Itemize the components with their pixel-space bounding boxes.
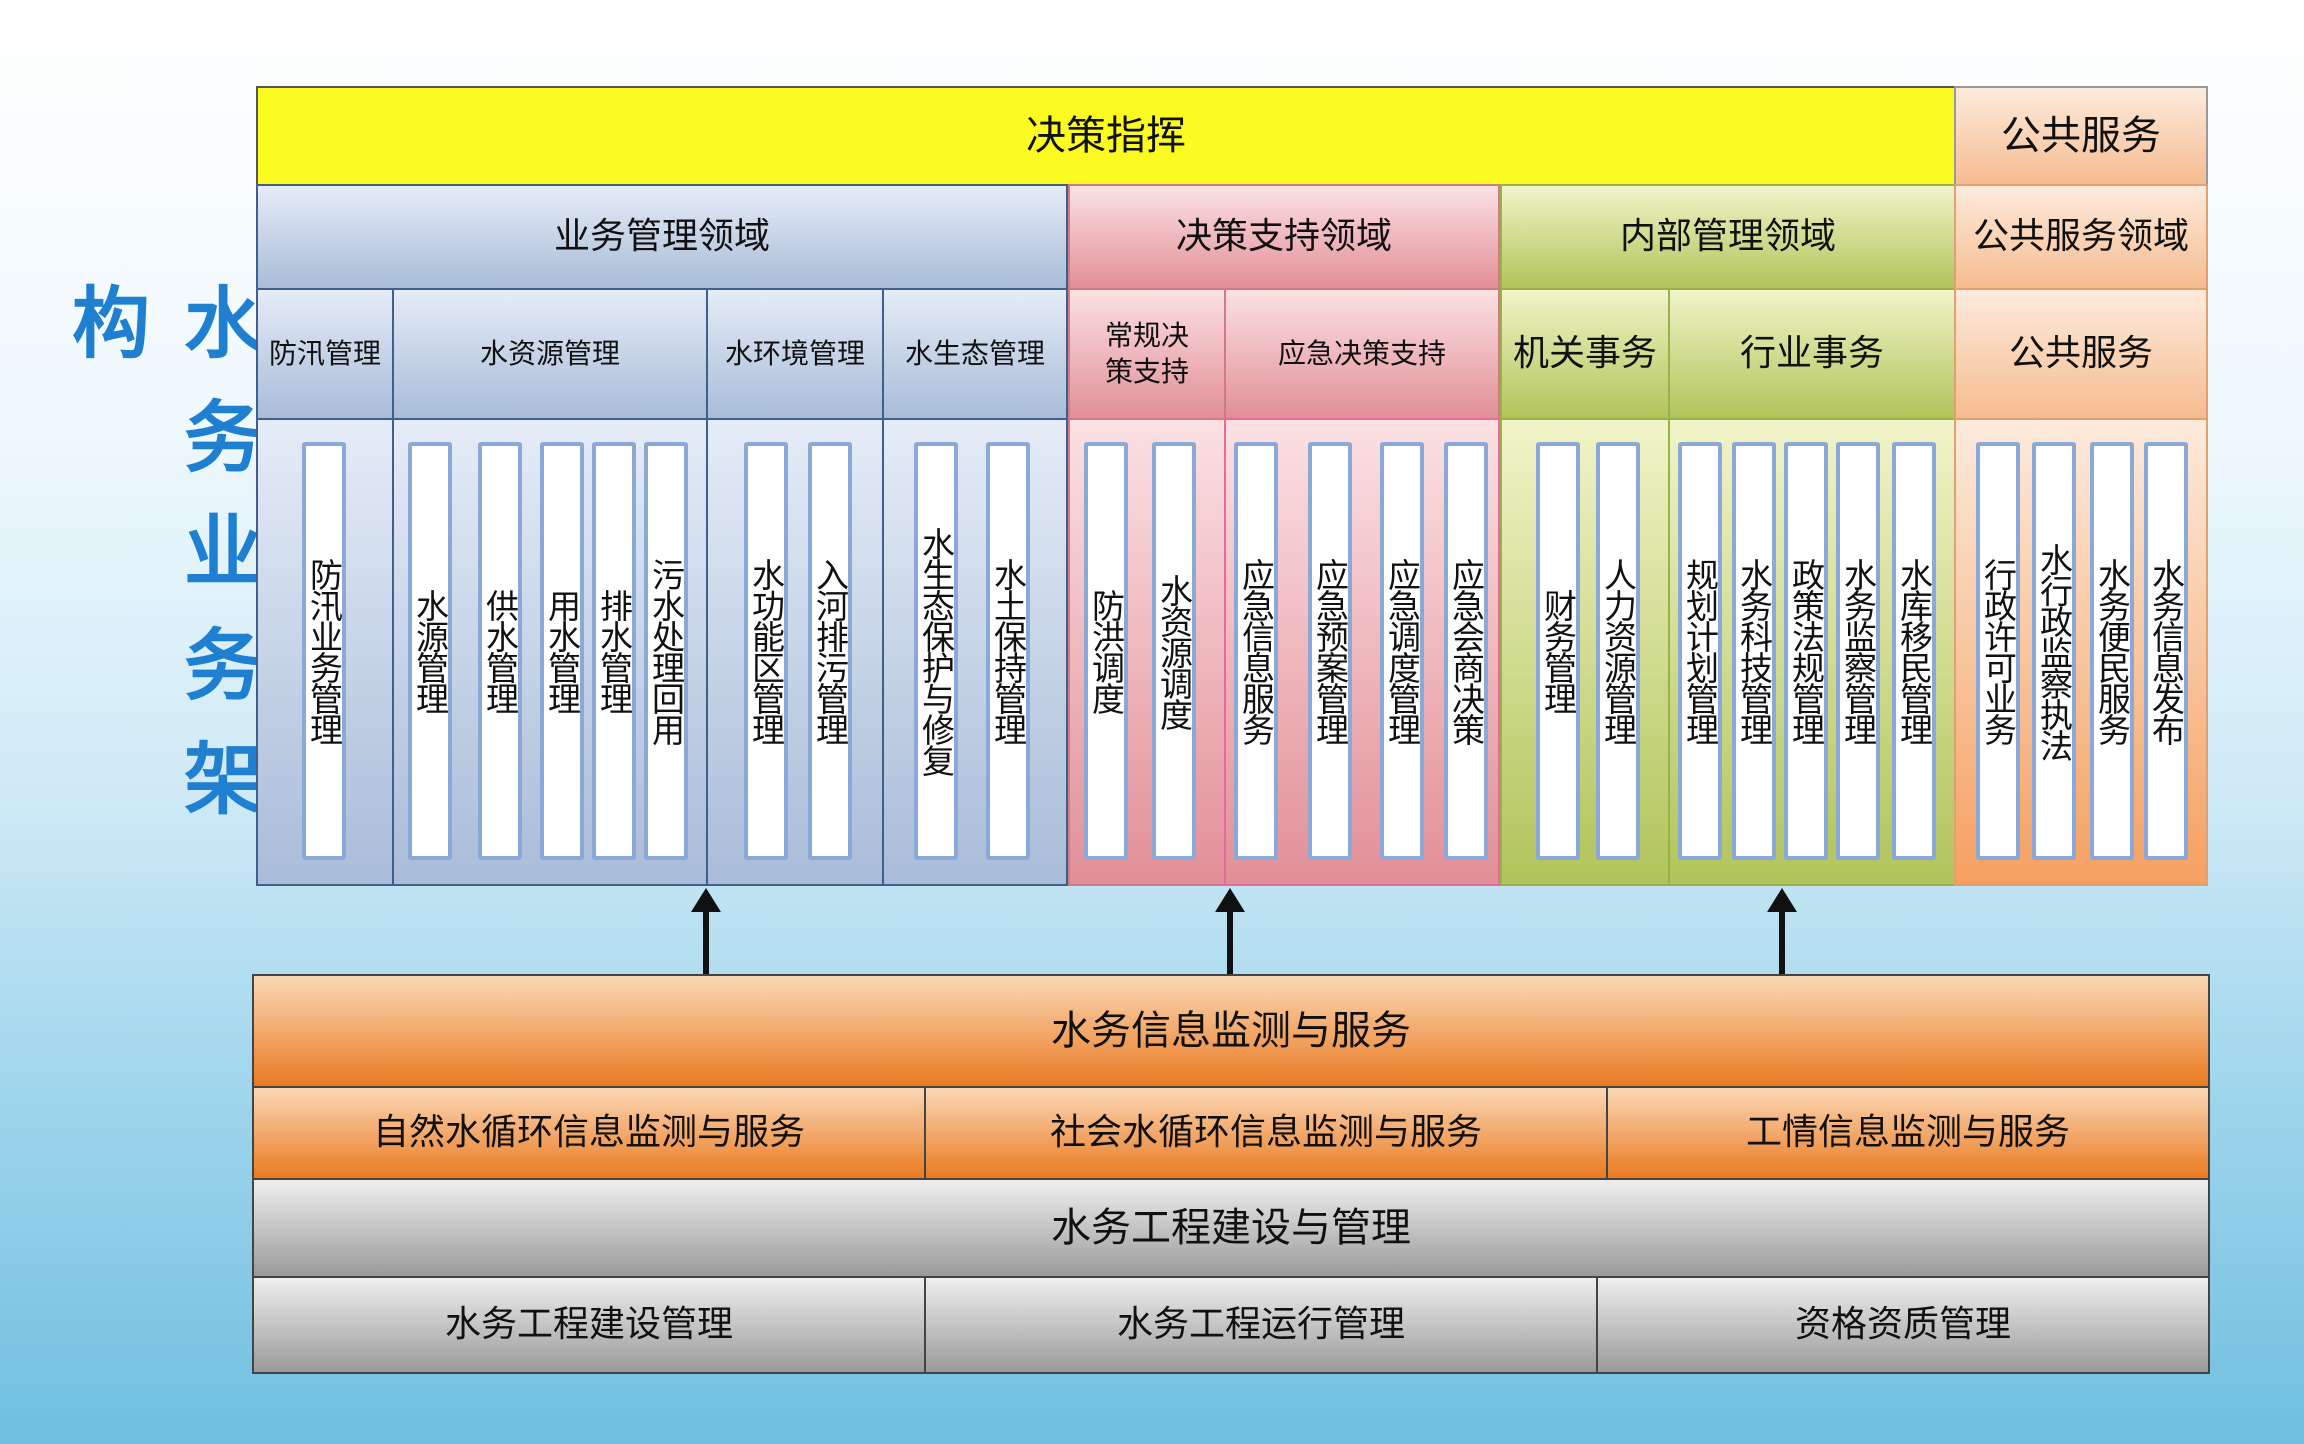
up-arrow: [691, 888, 721, 976]
monitor-header: 水务信息监测与服务: [252, 974, 2210, 1088]
cat-routine-decision: 常规决策支持: [1068, 288, 1226, 420]
item-box: 水务监察管理: [1836, 442, 1880, 860]
monitor-sub: 社会水循环信息监测与服务: [924, 1086, 1608, 1180]
up-arrow: [1767, 888, 1797, 976]
cat-office-affairs: 机关事务: [1500, 288, 1670, 420]
cat-emergency-decision: 应急决策支持: [1224, 288, 1500, 420]
cat-public-service: 公共服务: [1954, 288, 2208, 420]
item-box: 水务科技管理: [1732, 442, 1776, 860]
engineering-sub: 水务工程建设管理: [252, 1276, 926, 1374]
item-box: 防洪调度: [1084, 442, 1128, 860]
engineering-sub: 水务工程运行管理: [924, 1276, 1598, 1374]
page-title: 水务业务架构: [59, 282, 261, 852]
item-box: 用水管理: [540, 442, 584, 860]
engineering-sub: 资格资质管理: [1596, 1276, 2210, 1374]
panel-water-ecology: [882, 418, 1068, 886]
up-arrow: [1215, 888, 1245, 976]
cat-water-resources: 水资源管理: [392, 288, 708, 420]
item-box: 入河排污管理: [808, 442, 852, 860]
item-box: 水土保持管理: [986, 442, 1030, 860]
item-box: 水务信息发布: [2144, 442, 2188, 860]
public-service-header: 公共服务: [1954, 86, 2208, 186]
domain-decision: 决策支持领域: [1068, 184, 1500, 290]
item-box: 水库移民管理: [1892, 442, 1936, 860]
decision-command-header: 决策指挥: [256, 86, 1956, 186]
item-box: 应急预案管理: [1308, 442, 1352, 860]
cat-water-ecology: 水生态管理: [882, 288, 1068, 420]
item-box: 水源管理: [408, 442, 452, 860]
cat-flood: 防汛管理: [256, 288, 394, 420]
item-box: 应急会商决策: [1444, 442, 1488, 860]
cat-water-environment: 水环境管理: [706, 288, 884, 420]
engineering-header: 水务工程建设与管理: [252, 1178, 2210, 1278]
domain-internal: 内部管理领域: [1500, 184, 1956, 290]
item-box: 应急信息服务: [1234, 442, 1278, 860]
monitor-sub: 自然水循环信息监测与服务: [252, 1086, 926, 1180]
item-box: 政策法规管理: [1784, 442, 1828, 860]
item-box: 水功能区管理: [744, 442, 788, 860]
item-box: 行政许可业务: [1976, 442, 2020, 860]
domain-public: 公共服务领域: [1954, 184, 2208, 290]
panel-water-environment: [706, 418, 884, 886]
item-box: 人力资源管理: [1596, 442, 1640, 860]
item-box: 排水管理: [592, 442, 636, 860]
item-box: 污水处理回用: [644, 442, 688, 860]
item-box: 水务便民服务: [2090, 442, 2134, 860]
panel-office-affairs: [1500, 418, 1670, 886]
item-box: 水行政监察执法: [2032, 442, 2076, 860]
item-box: 水资源调度: [1152, 442, 1196, 860]
item-box: 规划计划管理: [1678, 442, 1722, 860]
monitor-sub: 工情信息监测与服务: [1606, 1086, 2210, 1180]
item-box: 财务管理: [1536, 442, 1580, 860]
item-box: 供水管理: [478, 442, 522, 860]
domain-business: 业务管理领域: [256, 184, 1068, 290]
item-box: 水生态保护与修复: [914, 442, 958, 860]
cat-industry-affairs: 行业事务: [1668, 288, 1956, 420]
item-box: 应急调度管理: [1380, 442, 1424, 860]
item-box: 防汛业务管理: [302, 442, 346, 860]
